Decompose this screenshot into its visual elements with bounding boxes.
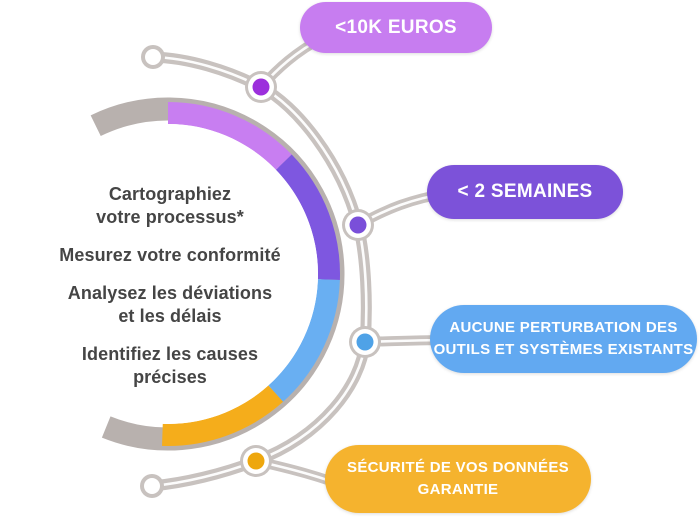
- hub-steps-list: Cartographiez votre processus* Mesurez v…: [30, 183, 310, 389]
- node-securite-dot: [247, 452, 265, 470]
- hub-step-identifiez: Identifiez les causes précises: [81, 344, 259, 388]
- node-semaines: [342, 209, 374, 241]
- hub-step-analysez: Analysez les déviations et les délais: [67, 283, 273, 327]
- ring-segment-purple-dark: [275, 154, 340, 280]
- benefit-pill-securite: SÉCURITÉ DE VOS DONNÉES GARANTIE: [325, 445, 591, 513]
- node-euros: [245, 71, 277, 103]
- node-securite: [240, 445, 272, 477]
- hub-circle: [18, 124, 318, 424]
- benefit-pill-outils: AUCUNE PERTURBATION DES OUTILS ET SYSTÈM…: [430, 305, 697, 373]
- node-outils-dot: [356, 333, 374, 351]
- end-cap-top: [141, 45, 165, 69]
- benefit-pill-euros: <10K EUROS: [300, 2, 492, 53]
- end-cap-bottom: [140, 474, 164, 498]
- node-semaines-dot: [349, 216, 367, 234]
- ring-segment-blue: [268, 278, 340, 402]
- ring-segment-orange: [162, 385, 284, 446]
- node-euros-dot: [252, 78, 270, 96]
- benefit-pill-semaines: < 2 SEMAINES: [427, 165, 623, 219]
- hub-step-cartographiez: Cartographiez votre processus*: [96, 184, 244, 228]
- hub-step-mesurez: Mesurez votre conformité: [59, 245, 281, 266]
- node-outils: [349, 326, 381, 358]
- ring-segment-purple-light: [167, 102, 292, 170]
